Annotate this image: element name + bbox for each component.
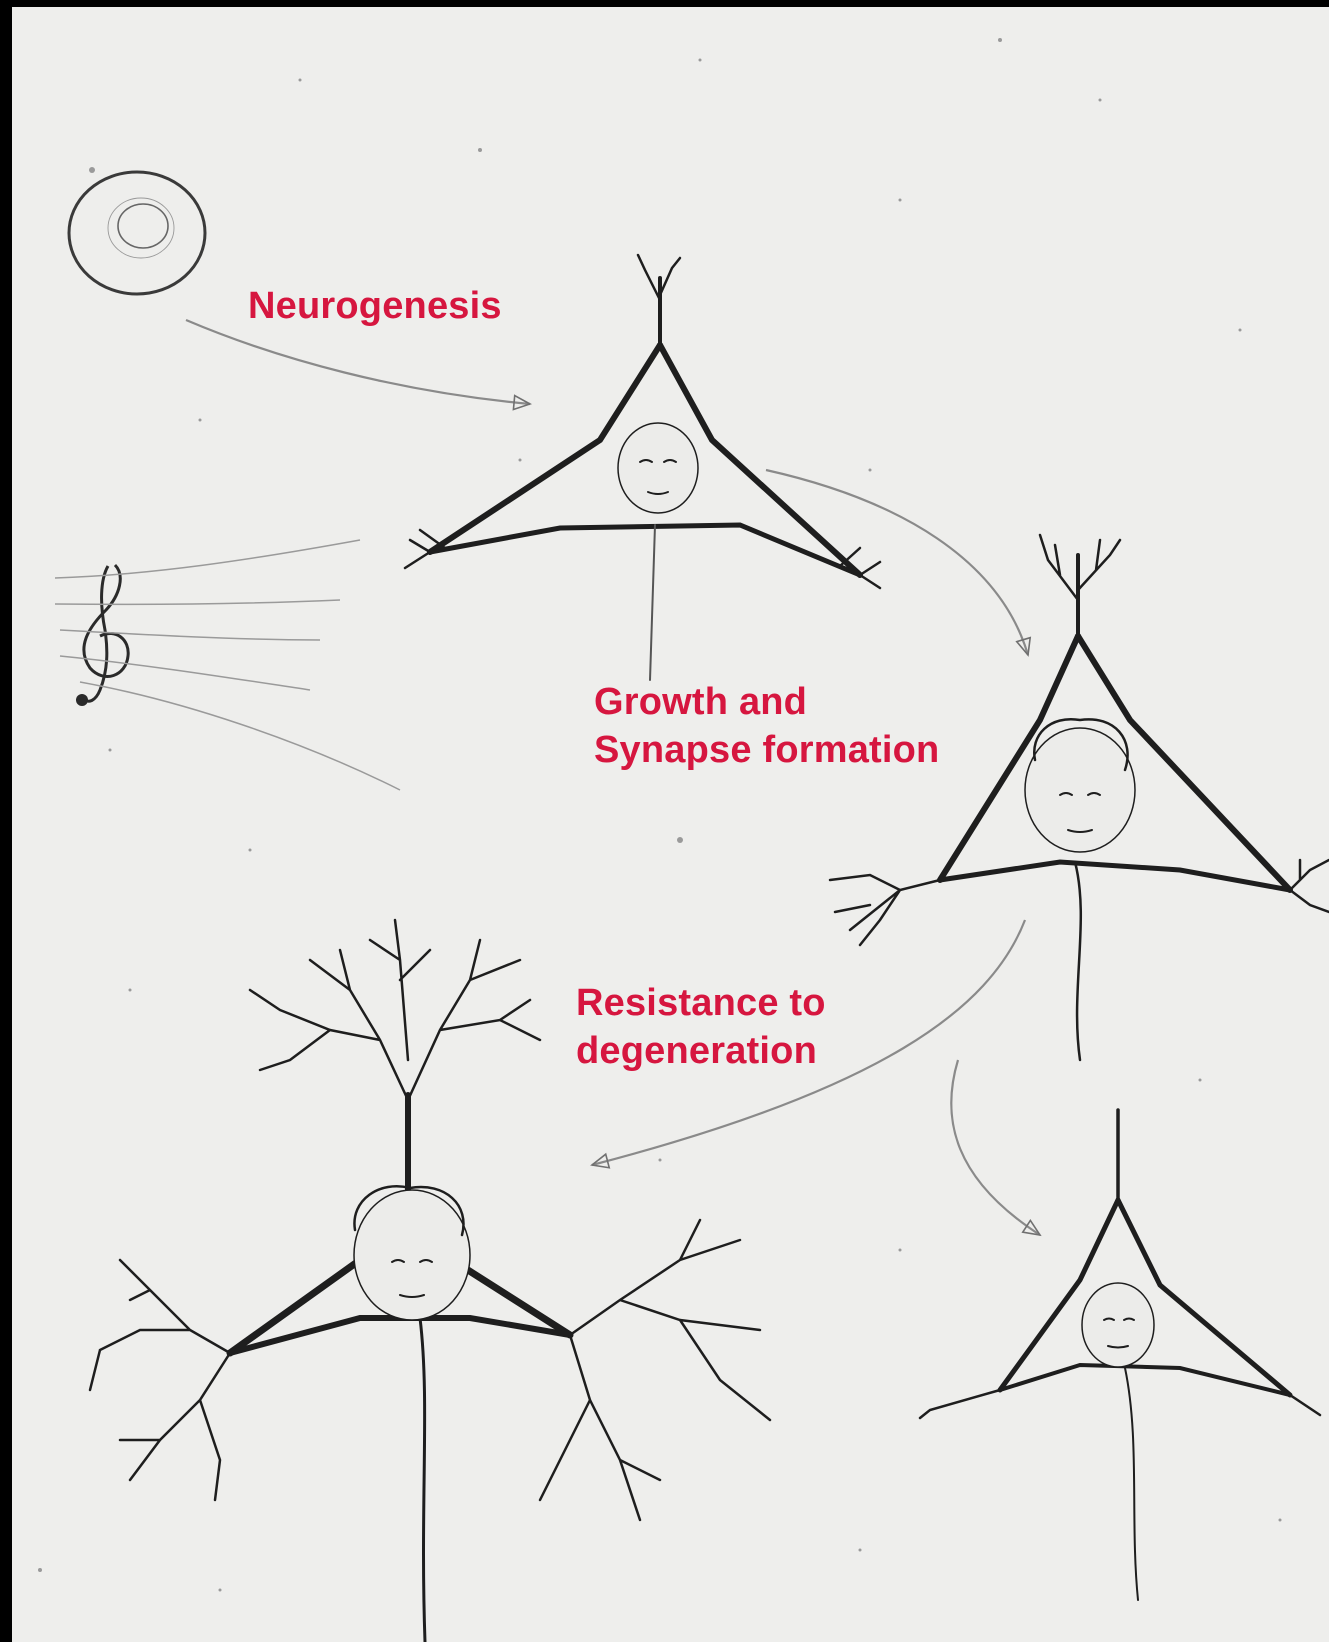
arrow-to-aged-neuron <box>951 1060 1040 1235</box>
adult-face-icon <box>1025 728 1135 852</box>
label-neurogenesis-text: Neurogenesis <box>248 282 502 330</box>
diagram-canvas: Neurogenesis Growth and Synapse formatio… <box>12 7 1329 1642</box>
label-neurogenesis: Neurogenesis <box>248 282 502 330</box>
arrow-to-baby-neuron <box>186 320 530 404</box>
label-resistance-line1: Resistance to <box>576 979 826 1027</box>
frame-left-border <box>0 0 12 1642</box>
arrow-to-adult-neuron <box>766 470 1028 655</box>
label-growth-line2: Synapse formation <box>594 726 939 774</box>
aged-face-icon <box>1082 1283 1154 1367</box>
label-growth-synapse: Growth and Synapse formation <box>594 678 939 774</box>
neuron-adult <box>830 535 1329 1060</box>
frame-top-border <box>0 0 1329 7</box>
elder-face-icon <box>354 1190 470 1320</box>
treble-clef-icon <box>76 565 128 706</box>
flow-arrows <box>186 320 1040 1235</box>
label-growth-line1: Growth and <box>594 678 939 726</box>
label-resistance-line2: degeneration <box>576 1027 826 1075</box>
baby-face-icon <box>618 423 698 513</box>
label-resistance: Resistance to degeneration <box>576 979 826 1075</box>
sun-icon <box>69 172 205 294</box>
